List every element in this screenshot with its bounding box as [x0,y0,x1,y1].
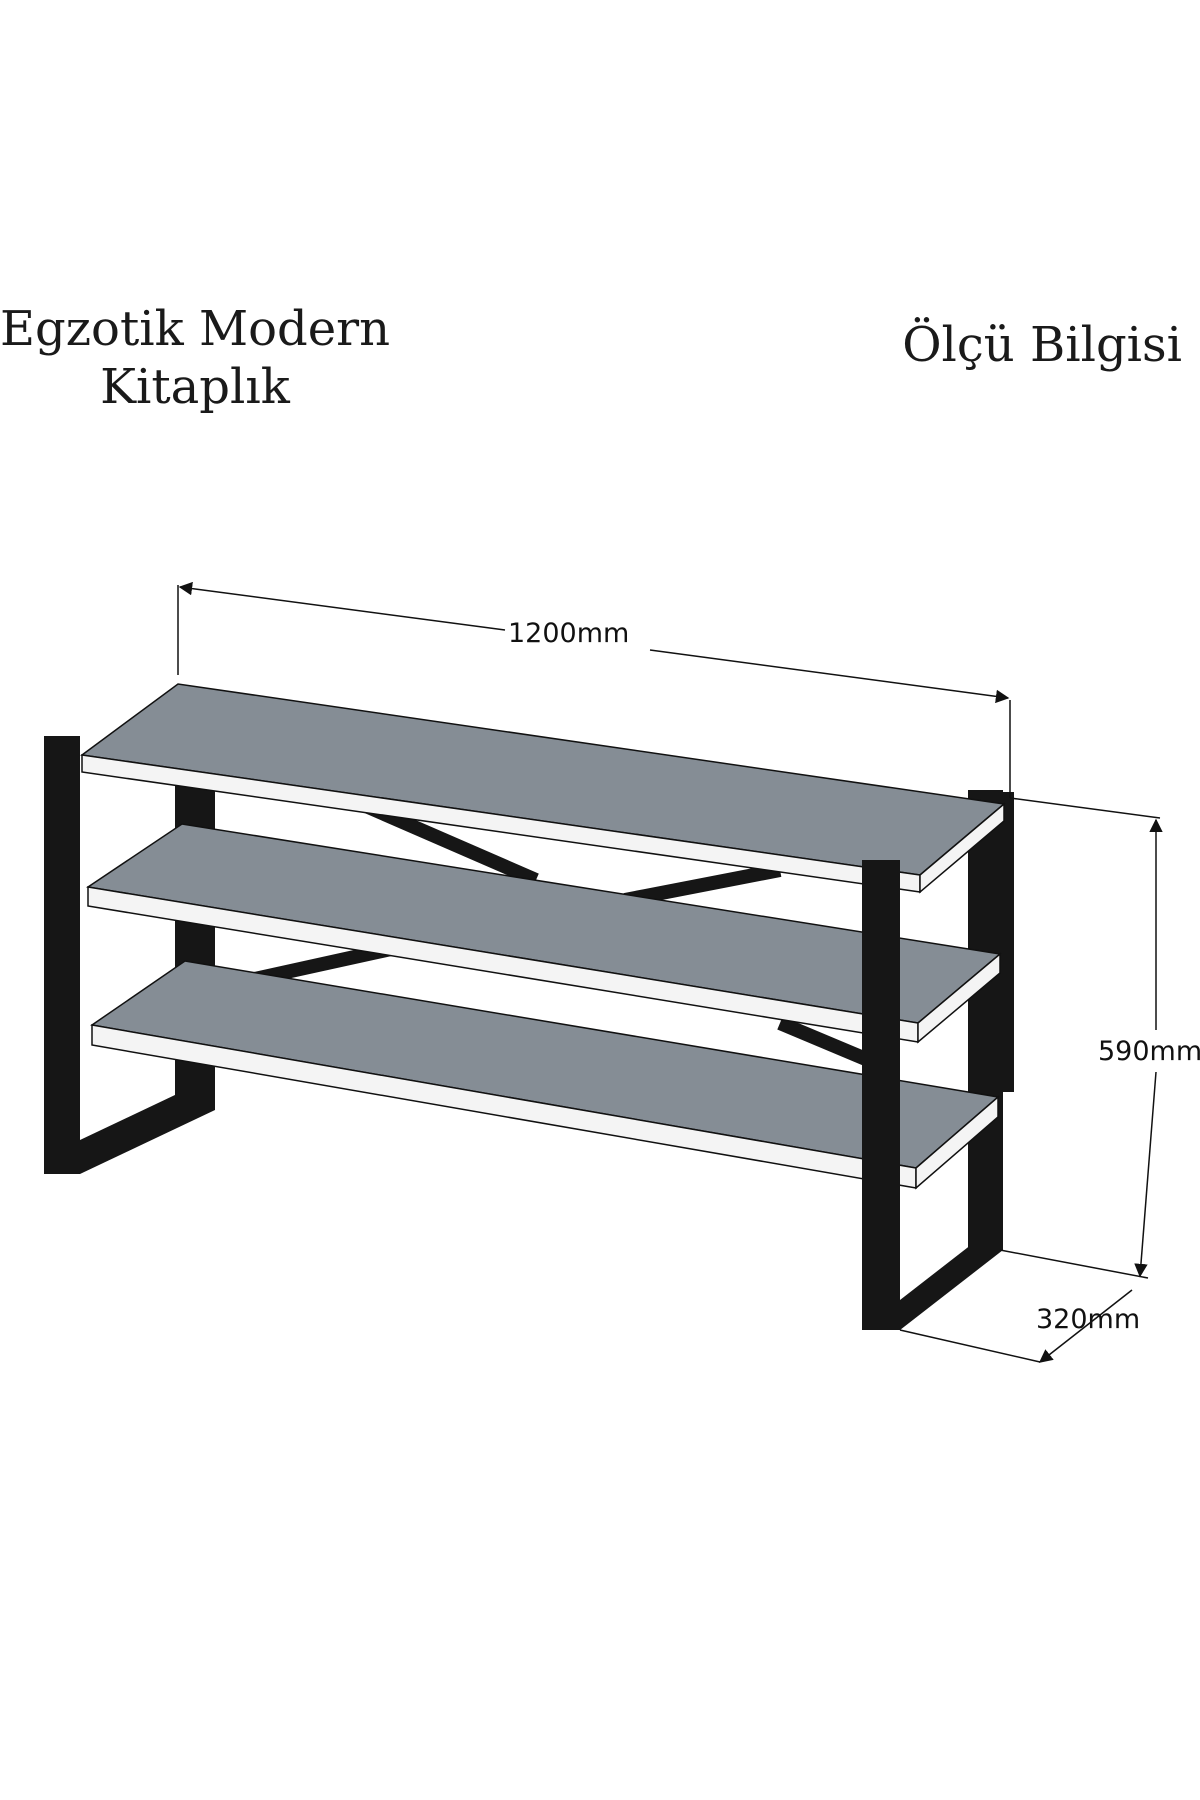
width-label: 1200mm [508,618,629,649]
product-title-line-1: Egzotik Modern [0,301,390,357]
front-right-post [862,860,900,1330]
shelf-bottom [90,960,1000,1190]
width-dimension [177,581,1011,798]
measurement-info-title: Ölçü Bilgisi [902,317,1182,373]
front-left-post [44,736,80,1174]
depth-label: 320mm [1036,1304,1140,1335]
product-title: Egzotik Modern Kitaplık [0,300,390,416]
height-label: 590mm [1098,1036,1200,1067]
shelf-top [80,683,1006,894]
product-title-line-2: Kitaplık [100,359,290,415]
height-dimension [999,797,1163,1279]
shelf-middle [86,823,1002,1044]
depth-dimension [899,1289,1133,1363]
